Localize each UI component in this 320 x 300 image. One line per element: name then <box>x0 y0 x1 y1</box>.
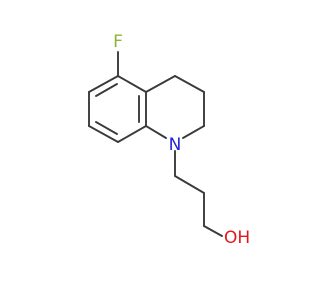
double-bond-c5-c6 <box>95 83 118 97</box>
molecule-structure: F N OH <box>88 32 250 248</box>
bond-c5-c6 <box>88 75 119 93</box>
substituent-bonds <box>117 51 223 237</box>
bond-chain-2 <box>174 175 205 194</box>
bond-c7-c8 <box>88 125 119 143</box>
double-bond-c7-c8 <box>95 121 118 135</box>
bond-c4a-c4 <box>145 75 176 93</box>
bond-chain-oh <box>203 225 223 237</box>
nitrogen-atom: N <box>169 135 182 155</box>
benzene-ring <box>88 75 147 143</box>
bond-c4-c3 <box>174 75 205 93</box>
bond-c8-c8a <box>117 125 147 143</box>
saturated-ring <box>145 75 205 139</box>
fluorine-atom: F <box>113 32 123 52</box>
hydroxyl-group: OH <box>224 228 250 248</box>
bond-c4a-c5 <box>117 75 147 93</box>
bond-n1-c8a <box>145 125 167 139</box>
bond-c2-n1 <box>182 125 205 139</box>
